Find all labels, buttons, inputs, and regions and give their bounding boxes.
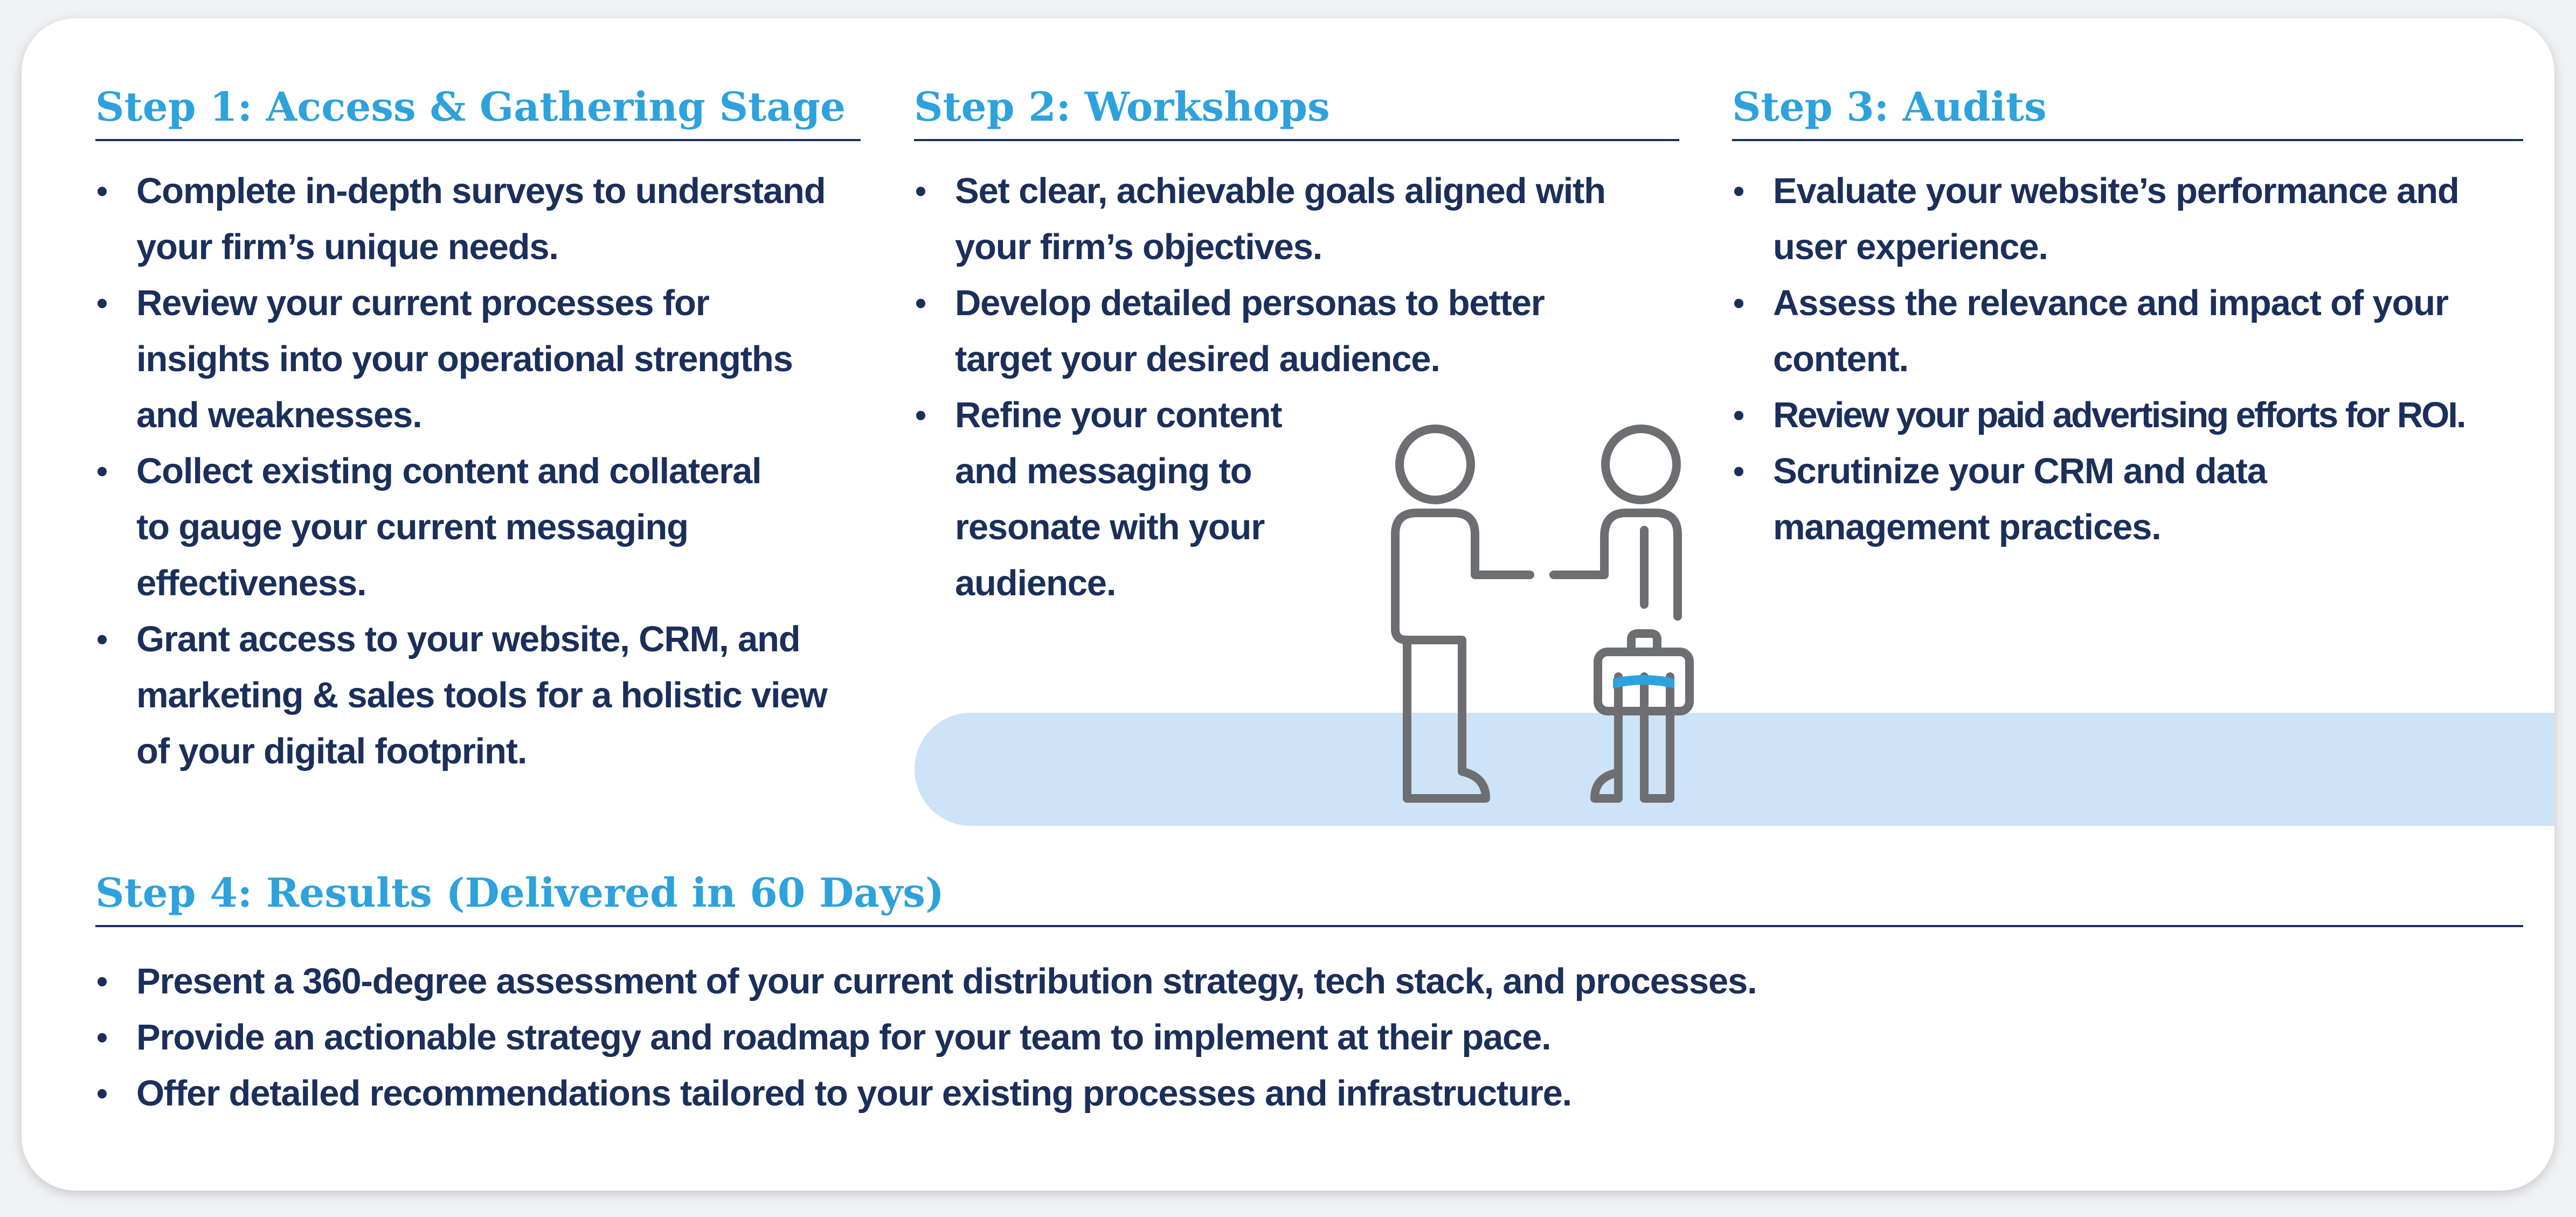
bullet-dot: • [96, 1075, 108, 1111]
step-1-heading: Step 1: Access & Gathering Stage [95, 75, 861, 141]
list-item: •Review your paid advertising efforts fo… [1732, 387, 2523, 443]
steps-card: Step 1: Access & Gathering Stage •Comple… [22, 18, 2554, 1191]
step-3-list: •Evaluate your website’s performance and… [1732, 163, 2523, 555]
list-item: •Offer detailed recommendations tailored… [95, 1066, 2523, 1122]
bullet-dot: • [915, 173, 926, 209]
list-item: •Assess the relevance and impact of your… [1732, 275, 2523, 387]
step-2-list: •Set clear, achievable goals aligned wit… [914, 163, 1679, 611]
bullet-dot: • [915, 397, 926, 433]
briefcase-accent [1613, 675, 1674, 689]
list-item: •Set clear, achievable goals aligned wit… [914, 163, 1679, 275]
bullet-dot: • [96, 963, 108, 999]
bullet-dot: • [915, 285, 926, 321]
step-2-heading: Step 2: Workshops [914, 75, 1679, 141]
bullet-dot: • [1733, 285, 1744, 321]
list-item: •Provide an actionable strategy and road… [95, 1010, 2523, 1066]
bullet-dot: • [1733, 453, 1744, 489]
step-4-heading: Step 4: Results (Delivered in 60 Days) [95, 861, 2523, 927]
step-3-heading: Step 3: Audits [1732, 75, 2523, 141]
bullet-dot: • [96, 173, 108, 209]
bullet-dot: • [1733, 397, 1744, 433]
list-item: •Complete in-depth surveys to understand… [95, 163, 861, 275]
step-1-list: •Complete in-depth surveys to understand… [95, 163, 861, 780]
bullet-dot: • [96, 621, 108, 657]
background-band [915, 713, 2554, 826]
list-item: •Present a 360-degree assessment of your… [95, 954, 2523, 1010]
list-item: •Evaluate your website’s performance and… [1732, 163, 2523, 275]
step-4-list: •Present a 360-degree assessment of your… [95, 954, 2523, 1122]
handshake-people-briefcase-icon [1391, 425, 1694, 803]
bullet-dot: • [1733, 173, 1744, 209]
bullet-dot: • [96, 1019, 108, 1055]
bullet-dot: • [96, 285, 108, 321]
bullet-dot: • [96, 453, 108, 489]
list-item: •Collect existing content and collateral… [95, 443, 861, 611]
